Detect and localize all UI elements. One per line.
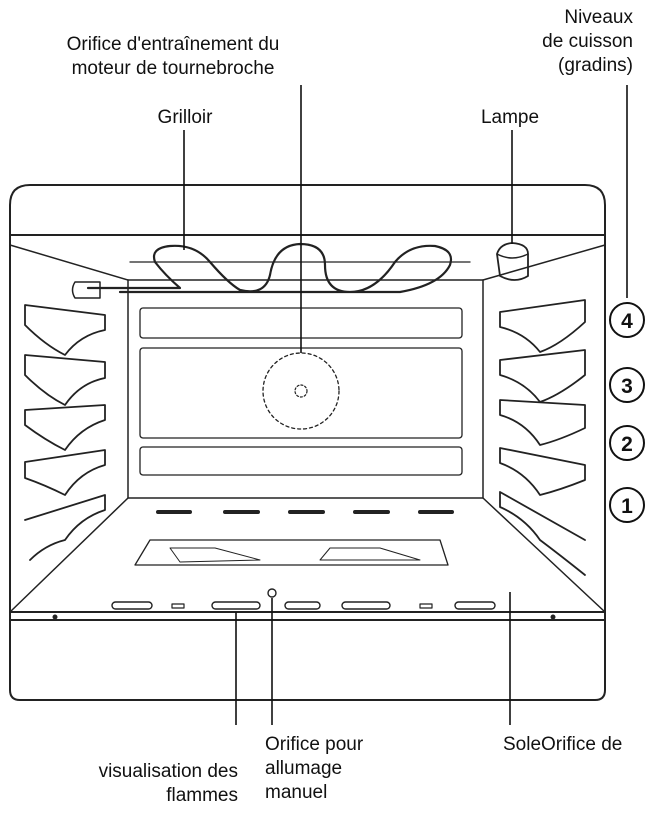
label-levels-line3: (gradins) xyxy=(558,55,633,76)
oven-outer-body xyxy=(9,184,606,701)
label-ignition-line3: manuel xyxy=(265,782,328,803)
label-sole-text: SoleOrifice de xyxy=(503,734,623,755)
shelf-level-1-number: 1 xyxy=(621,495,633,518)
label-ignition-line1: Orifice pour xyxy=(265,734,364,755)
shelf-level-badges: 4 3 2 1 xyxy=(609,302,645,523)
shelf-level-2-number: 2 xyxy=(621,433,633,456)
grill-element xyxy=(86,242,453,294)
label-levels-line1: Niveaux xyxy=(564,7,633,28)
left-shelf-rails xyxy=(24,304,106,561)
label-ignition: Orifice pour allumage manuel xyxy=(265,733,425,805)
label-sole: SoleOrifice de xyxy=(503,733,655,757)
label-flame-view-line2: flammes xyxy=(166,785,238,806)
shelf-level-3: 3 xyxy=(609,367,645,403)
label-flame-view-line1: visualisation des xyxy=(98,761,238,782)
label-grill: Grilloir xyxy=(110,106,260,130)
label-rotisserie-line1: Orifice d'entraînement du xyxy=(66,34,280,55)
rotisserie-orifice xyxy=(262,352,340,430)
shelf-level-2: 2 xyxy=(609,425,645,461)
label-lamp: Lampe xyxy=(430,106,590,130)
oven-back-wall xyxy=(127,279,484,499)
label-levels-line2: de cuisson xyxy=(542,31,633,52)
label-lamp-text: Lampe xyxy=(480,107,540,128)
shelf-level-1: 1 xyxy=(609,487,645,523)
right-shelf-rails xyxy=(499,299,586,576)
shelf-level-3-number: 3 xyxy=(621,375,633,398)
label-rotisserie: Orifice d'entraînement du moteur de tour… xyxy=(28,33,318,81)
shelf-level-4-number: 4 xyxy=(621,310,633,333)
label-grill-text: Grilloir xyxy=(157,107,213,128)
lamp xyxy=(496,242,529,281)
ignition-orifice xyxy=(267,588,277,598)
shelf-level-4: 4 xyxy=(609,302,645,338)
label-flame-view: visualisation des flammes xyxy=(30,760,238,808)
label-levels: Niveaux de cuisson (gradins) xyxy=(470,6,633,78)
label-ignition-line2: allumage xyxy=(265,758,343,779)
label-rotisserie-line2: moteur de tournebroche xyxy=(71,58,275,79)
